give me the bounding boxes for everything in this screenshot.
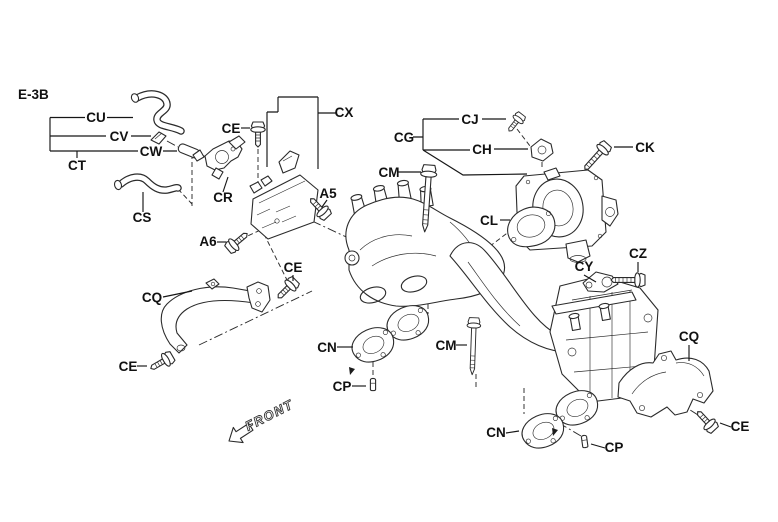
hose-cu-end <box>130 93 140 103</box>
label-ck: CK <box>635 140 655 155</box>
label-ch: CH <box>472 142 492 157</box>
collector-port <box>359 286 387 304</box>
label-cz: CZ <box>629 246 647 261</box>
fitting <box>249 181 263 194</box>
bolt-ce1 <box>250 121 266 148</box>
leader-cg-bracket <box>413 118 528 176</box>
assembly-line <box>198 290 313 346</box>
pin-cp2 <box>580 434 589 449</box>
nozzle-cv <box>150 131 167 145</box>
assembly-line <box>166 140 179 148</box>
injector-boss <box>396 179 412 202</box>
diagram-code-label: E-3B <box>18 87 49 102</box>
label-cp2: CP <box>605 440 624 455</box>
label-ce4: CE <box>731 419 750 434</box>
leader-cx-bracket <box>266 96 336 169</box>
label-cq2: CQ <box>679 329 699 344</box>
throttle-linkage <box>601 195 619 227</box>
sensor-cy <box>582 271 619 293</box>
leader-cq1 <box>162 290 193 298</box>
leader-cr <box>222 176 229 193</box>
collector-port <box>400 275 428 293</box>
hose-cu-inner <box>134 91 184 134</box>
throttle-top-boss <box>543 167 561 181</box>
injector <box>568 312 581 332</box>
label-cj: CJ <box>461 112 478 127</box>
front-arrow-group: FRONT <box>228 396 296 444</box>
callout-leaders <box>49 96 732 449</box>
label-cv: CV <box>110 129 129 144</box>
gaskets-cn <box>347 301 603 453</box>
leader-ce4 <box>719 422 732 428</box>
hose-cs-inner <box>118 174 181 193</box>
bolt-ce3 <box>146 349 177 376</box>
label-cn1: CN <box>317 340 337 355</box>
label-a6: A6 <box>199 234 217 249</box>
sensor-ch <box>530 138 554 162</box>
heat-shield-cq2 <box>617 350 714 418</box>
leader-a5 <box>321 199 328 208</box>
label-cu: CU <box>86 110 106 125</box>
front-label: FRONT <box>243 397 296 434</box>
label-cm2: CM <box>436 338 457 353</box>
bolt-a6 <box>222 227 253 256</box>
hose-cs-end <box>113 179 123 191</box>
label-cx: CX <box>335 105 354 120</box>
assembly-line <box>177 188 193 205</box>
leader-ct-bracket <box>49 116 177 158</box>
label-a5: A5 <box>319 186 337 201</box>
bolt-cj <box>503 110 528 136</box>
leader-cn2 <box>505 430 520 434</box>
bracket-cq1 <box>160 278 271 354</box>
heat-shield-cx <box>250 174 319 240</box>
label-cl: CL <box>480 213 498 228</box>
bolt-ck <box>579 138 614 175</box>
pin-cp1 <box>369 377 377 392</box>
label-cp1: CP <box>333 379 352 394</box>
gasket-cl <box>507 206 556 248</box>
leader-cy <box>583 274 597 283</box>
bolt-cm2 <box>464 317 482 376</box>
assembly-line <box>263 233 288 281</box>
label-ce1: CE <box>222 121 241 136</box>
throttle-group <box>507 138 619 263</box>
assembly-line <box>516 128 531 147</box>
clip-cx <box>278 150 300 174</box>
pointer-tick <box>349 367 355 375</box>
bolt-ce4 <box>691 406 721 436</box>
injector <box>598 302 611 322</box>
collector-end-cap <box>344 250 360 266</box>
nozzle-cv-line <box>154 132 163 140</box>
label-cg: CG <box>394 130 414 145</box>
front-arrow-icon <box>228 422 254 444</box>
fuel-rail <box>551 291 637 315</box>
label-ce3: CE <box>119 359 138 374</box>
label-cw: CW <box>140 144 163 159</box>
label-cy: CY <box>575 259 594 274</box>
valve-cr <box>192 135 246 180</box>
label-cs: CS <box>133 210 152 225</box>
bracket-cq1-end <box>246 281 271 313</box>
bracket-cq1-tab <box>205 278 220 290</box>
label-cm1: CM <box>379 165 400 180</box>
leader-cp2 <box>590 443 606 449</box>
label-cr: CR <box>213 190 233 205</box>
fitting <box>260 175 273 187</box>
label-ce2: CE <box>284 260 303 275</box>
pointer-tick <box>552 428 558 436</box>
label-ct: CT <box>68 158 87 173</box>
callout-labels: E-3B CU CV CW CT CS CR CE CX A5 A6 CE CQ… <box>18 87 749 455</box>
label-cn2: CN <box>486 425 506 440</box>
heat-shield-cx-group <box>249 150 319 240</box>
collector-body <box>345 196 506 307</box>
label-cq1: CQ <box>142 290 162 305</box>
